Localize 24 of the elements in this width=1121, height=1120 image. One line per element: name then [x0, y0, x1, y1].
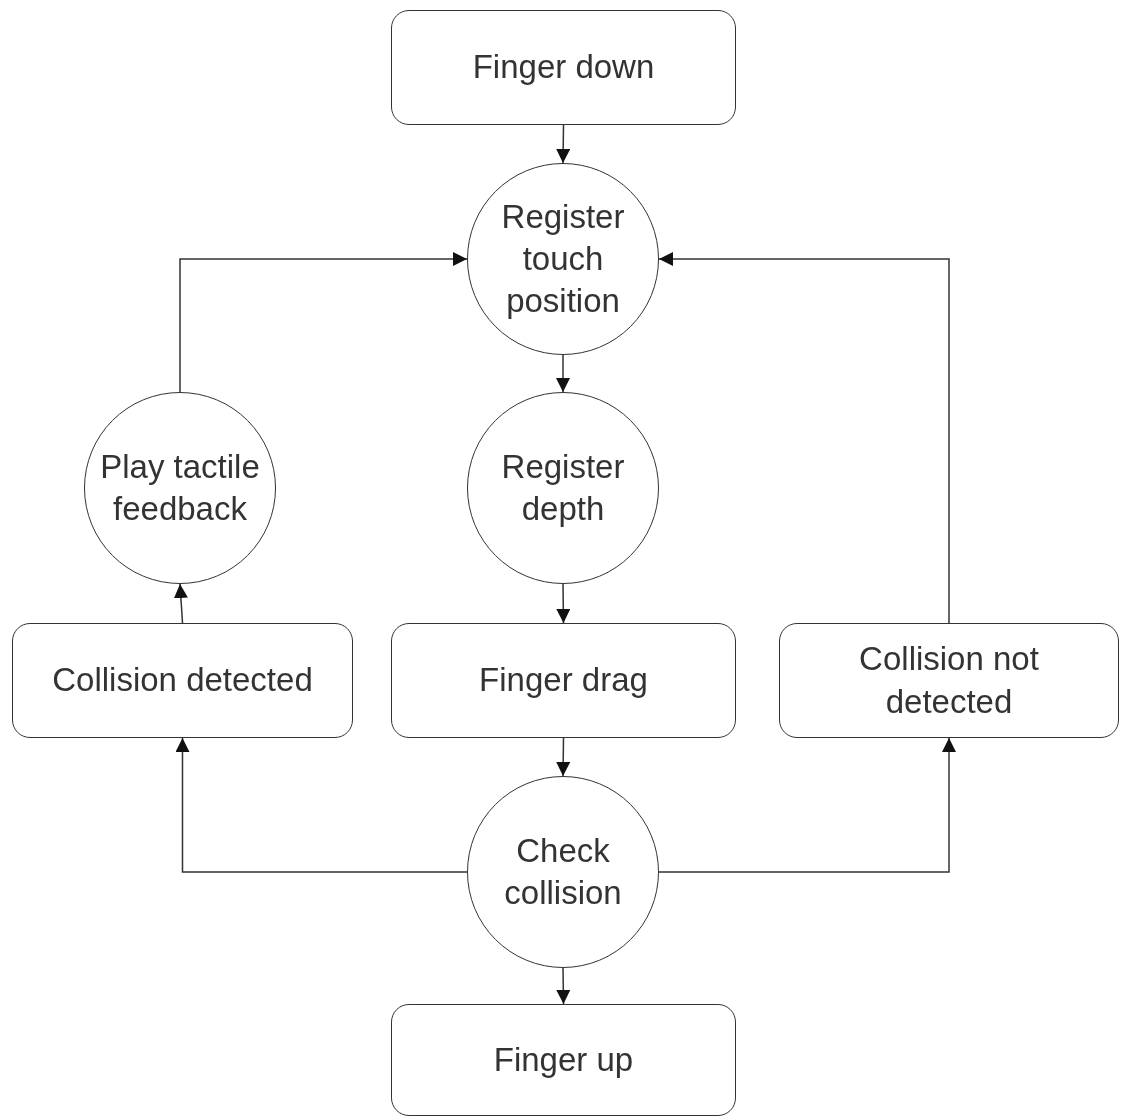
- node-label: Finger drag: [479, 660, 648, 701]
- arrow: [658, 737, 956, 873]
- arrow: [556, 737, 571, 777]
- process-box: [391, 10, 736, 125]
- arrow: [658, 252, 950, 624]
- arrow: [556, 354, 570, 393]
- arrow: [556, 124, 571, 164]
- arrow: [556, 967, 571, 1005]
- node-label: Play tactile feedback: [100, 446, 260, 529]
- node-label: Check collision: [503, 830, 623, 913]
- process-box: [779, 623, 1119, 738]
- node-label: Collision not detected: [858, 639, 1040, 722]
- arrow: [556, 583, 571, 624]
- node-label: Register depth: [500, 446, 626, 529]
- arrow: [173, 583, 188, 624]
- arrow: [175, 737, 468, 873]
- node-label: Finger up: [493, 1039, 634, 1080]
- process-box: [391, 623, 736, 738]
- arrow: [179, 252, 468, 393]
- process-box: [12, 623, 353, 738]
- node-label: Collision detected: [52, 660, 313, 701]
- node-label: Register touch position: [500, 196, 626, 322]
- node-label: Finger down: [472, 47, 655, 88]
- process-box: [391, 1004, 736, 1116]
